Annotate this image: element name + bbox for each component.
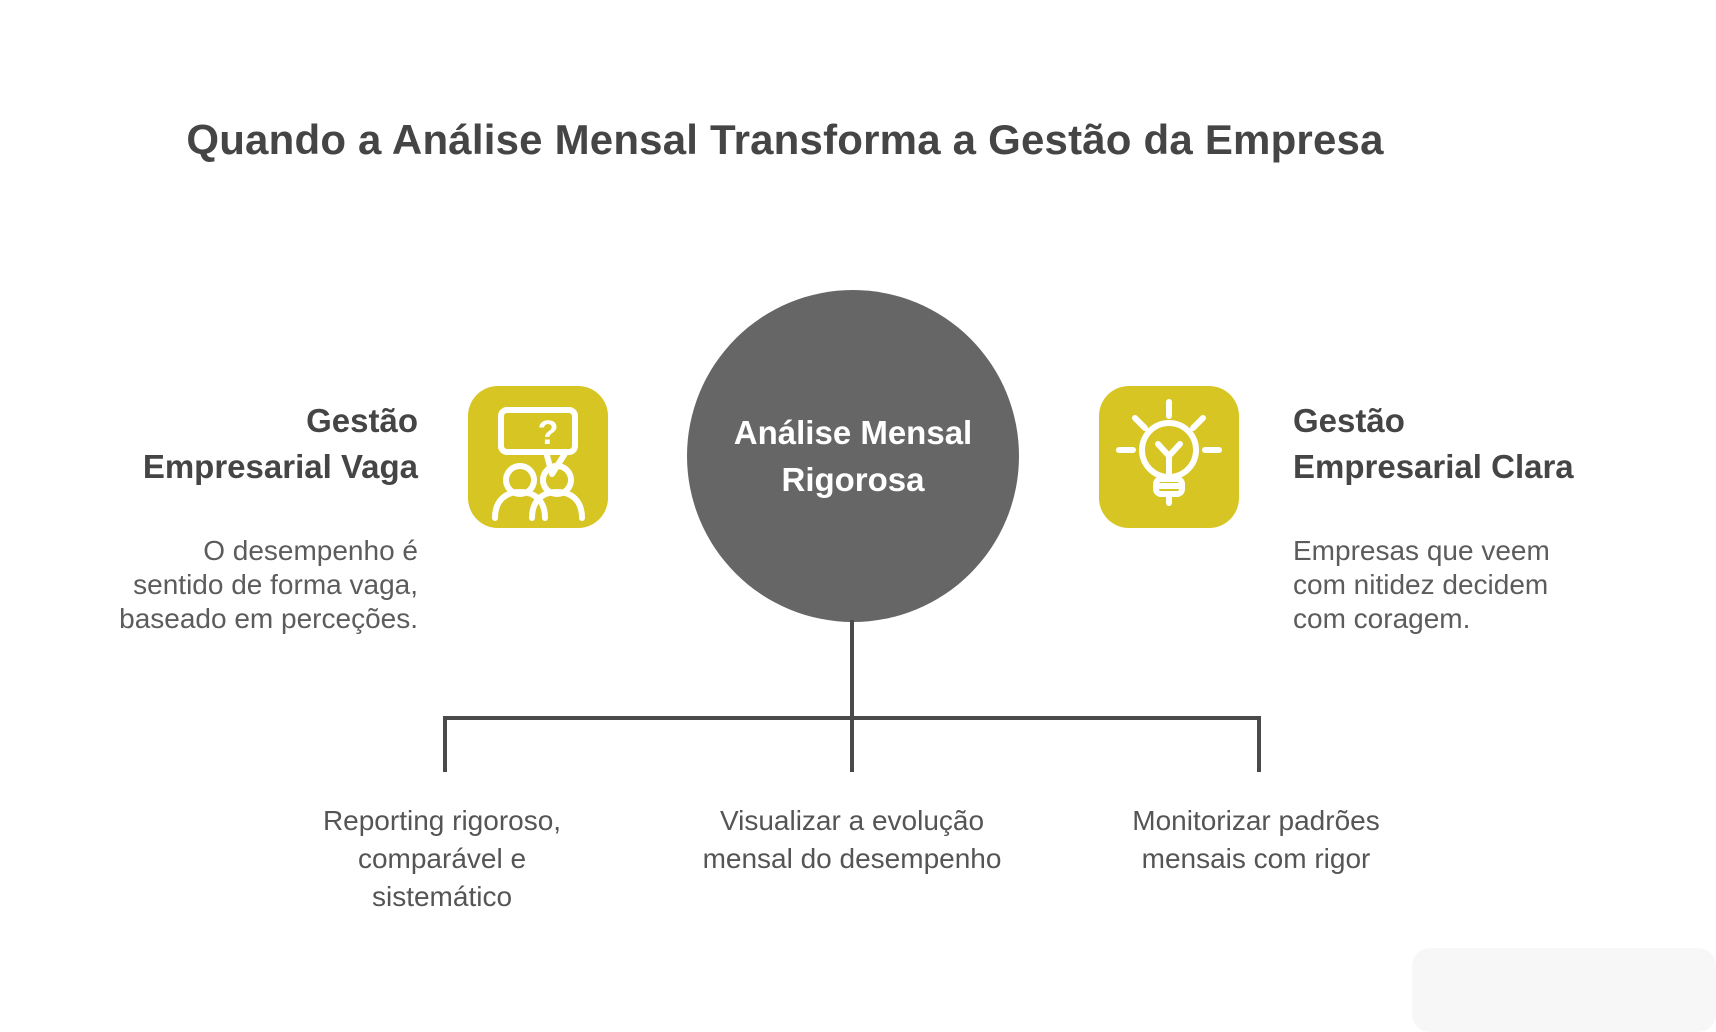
right-heading-line-2: Empresarial Clara bbox=[1293, 448, 1574, 485]
left-description-line-1: O desempenho é bbox=[203, 535, 418, 566]
right-description-line-1: Empresas que veem bbox=[1293, 535, 1550, 566]
left-heading-line-2: Empresarial Vaga bbox=[142, 448, 418, 485]
page-title: Quando a Análise Mensal Transforma a Ges… bbox=[186, 116, 1384, 163]
left-heading: Gestão Empresarial Vaga bbox=[40, 398, 418, 490]
left-description-line-3: baseado em perceções. bbox=[119, 603, 418, 634]
connector-center-vertical-line bbox=[850, 620, 854, 772]
connector-horizontal-line bbox=[443, 716, 1261, 720]
right-heading-line-1: Gestão bbox=[1293, 402, 1405, 439]
bottom-item-3-line-1: Monitorizar padrões bbox=[1132, 805, 1380, 836]
connector-right-drop-line bbox=[1257, 716, 1261, 772]
lightbulb-icon-svg bbox=[1116, 399, 1222, 506]
right-description-line-2: com nitidez decidem bbox=[1293, 569, 1549, 600]
bottom-item-2-line-2: mensal do desempenho bbox=[702, 843, 1002, 874]
bottom-item-visualizar: Visualizar a evolução mensal do desempen… bbox=[672, 802, 1032, 878]
connector-left-drop-line bbox=[443, 716, 447, 772]
left-heading-line-1: Gestão bbox=[306, 402, 418, 439]
right-description: Empresas que veem com nitidez decidem co… bbox=[1293, 534, 1713, 636]
right-description-line-3: com coragem. bbox=[1293, 603, 1471, 634]
left-description-line-2: sentido de forma vaga, bbox=[133, 569, 418, 600]
question-chat-people-icon: ? bbox=[468, 386, 608, 528]
bottom-item-1-line-2: comparável e bbox=[357, 843, 527, 874]
lightbulb-icon bbox=[1099, 386, 1239, 528]
bottom-item-monitorizar: Monitorizar padrões mensais com rigor bbox=[1076, 802, 1436, 878]
center-circle: Análise Mensal Rigorosa bbox=[687, 290, 1019, 622]
bottom-item-3-line-2: mensais com rigor bbox=[1141, 843, 1371, 874]
question-chat-people-icon-svg: ? bbox=[492, 407, 585, 521]
left-description: O desempenho é sentido de forma vaga, ba… bbox=[40, 534, 418, 636]
bottom-item-1-line-1: Reporting rigoroso, bbox=[322, 805, 562, 836]
center-circle-label-line-2: Rigorosa bbox=[781, 461, 925, 498]
svg-text:?: ? bbox=[538, 414, 559, 452]
center-circle-label-line-1: Análise Mensal bbox=[733, 414, 973, 451]
right-heading: Gestão Empresarial Clara bbox=[1293, 398, 1713, 490]
bottom-item-1-line-3: sistemático bbox=[371, 881, 513, 912]
center-circle-label: Análise Mensal Rigorosa bbox=[734, 409, 972, 503]
bottom-item-2-line-1: Visualizar a evolução bbox=[719, 805, 985, 836]
watermark-area bbox=[1412, 948, 1716, 1032]
bottom-item-reporting: Reporting rigoroso, comparável e sistemá… bbox=[262, 802, 622, 916]
